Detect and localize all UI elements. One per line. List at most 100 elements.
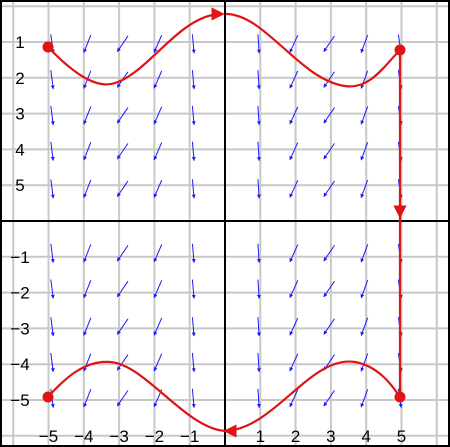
field-arrow: [360, 34, 369, 54]
field-arrow: [360, 106, 369, 125]
field-arrow: [191, 317, 196, 337]
field-arrow: [50, 105, 55, 126]
field-arrow: [191, 352, 196, 373]
field-arrow: [116, 245, 129, 262]
field-arrow: [83, 106, 92, 125]
field-arrow: [116, 143, 129, 160]
field-arrow: [116, 354, 129, 371]
field-arrow: [323, 318, 335, 335]
x-tick-label: −3: [109, 427, 128, 446]
y-tick-label: 2: [15, 69, 24, 88]
x-tick-label: 3: [326, 427, 335, 446]
field-arrow: [191, 179, 196, 199]
field-arrow: [256, 105, 261, 126]
field-arrow: [191, 141, 196, 162]
field-arrow: [83, 244, 92, 263]
field-arrow: [50, 352, 55, 373]
field-arrow: [116, 280, 129, 298]
field-arrow: [50, 141, 55, 162]
field-arrow: [289, 317, 299, 336]
y-tick-label: 1: [15, 33, 24, 52]
field-arrow: [153, 317, 163, 336]
field-arrow: [289, 244, 299, 263]
field-arrow: [323, 71, 335, 88]
field-arrow: [289, 142, 299, 161]
x-tick-label: 2: [291, 427, 300, 446]
field-arrow: [360, 389, 369, 408]
field-arrow: [153, 244, 163, 263]
y-tick-label: −2: [10, 284, 29, 303]
field-arrow: [323, 180, 335, 197]
field-arrow: [323, 107, 335, 124]
field-arrow: [256, 243, 261, 264]
field-arrow: [360, 179, 369, 199]
field-arrow: [360, 244, 369, 263]
path-segment: [47, 7, 225, 86]
field-arrow: [83, 142, 92, 161]
field-arrow: [153, 353, 163, 372]
field-arrow: [323, 245, 335, 262]
field-arrow: [116, 35, 129, 52]
field-arrow: [50, 70, 55, 90]
field-arrow: [83, 34, 92, 54]
field-arrow: [360, 142, 369, 161]
field-arrow: [360, 279, 369, 299]
field-arrow: [191, 279, 196, 299]
y-tick-label: 4: [15, 140, 24, 159]
field-arrow: [116, 107, 129, 124]
field-arrow: [289, 280, 299, 299]
field-arrow: [83, 279, 92, 299]
field-arrow: [256, 388, 261, 409]
red-path: [42, 7, 407, 438]
field-arrow: [256, 34, 261, 54]
field-arrow: [360, 317, 369, 336]
field-arrow: [323, 35, 335, 52]
field-arrow: [83, 389, 92, 408]
field-arrow: [153, 70, 163, 89]
field-arrow: [256, 279, 261, 299]
field-arrow: [153, 280, 163, 299]
x-tick-label: 5: [397, 427, 406, 446]
field-arrow: [116, 180, 129, 197]
field-arrow: [289, 353, 299, 372]
field-arrow: [256, 141, 261, 162]
y-tick-label: −4: [10, 355, 29, 374]
y-tick-label: −3: [10, 319, 29, 338]
field-arrow: [360, 353, 369, 372]
field-arrow: [191, 70, 196, 90]
y-tick-label: 5: [15, 176, 24, 195]
vector-field: [50, 34, 403, 409]
field-arrow: [50, 243, 55, 264]
path-endpoint: [394, 391, 406, 403]
path-segment: [224, 360, 401, 433]
field-arrow: [360, 70, 369, 89]
field-arrow: [289, 179, 299, 198]
field-arrow: [153, 34, 163, 53]
path-endpoint: [394, 44, 406, 56]
x-tick-label: −2: [145, 427, 164, 446]
field-arrow: [83, 353, 92, 372]
field-arrow: [153, 106, 163, 125]
y-tick-label: −1: [10, 248, 29, 267]
x-tick-label: 1: [256, 427, 265, 446]
path-endpoint: [42, 391, 54, 403]
field-arrow: [153, 142, 163, 161]
field-arrow: [153, 179, 163, 198]
field-arrow: [191, 243, 196, 264]
field-arrow: [256, 317, 261, 337]
field-arrow: [83, 179, 92, 198]
y-tick-label: −5: [10, 391, 29, 410]
x-tick-label: 4: [361, 427, 370, 446]
field-arrow: [116, 318, 129, 335]
field-arrow: [116, 390, 129, 407]
field-arrow: [289, 106, 299, 125]
field-arrow: [50, 317, 55, 337]
field-arrow: [323, 143, 335, 160]
path-segment: [47, 360, 226, 433]
field-arrow: [191, 105, 196, 126]
field-arrow: [50, 179, 55, 199]
